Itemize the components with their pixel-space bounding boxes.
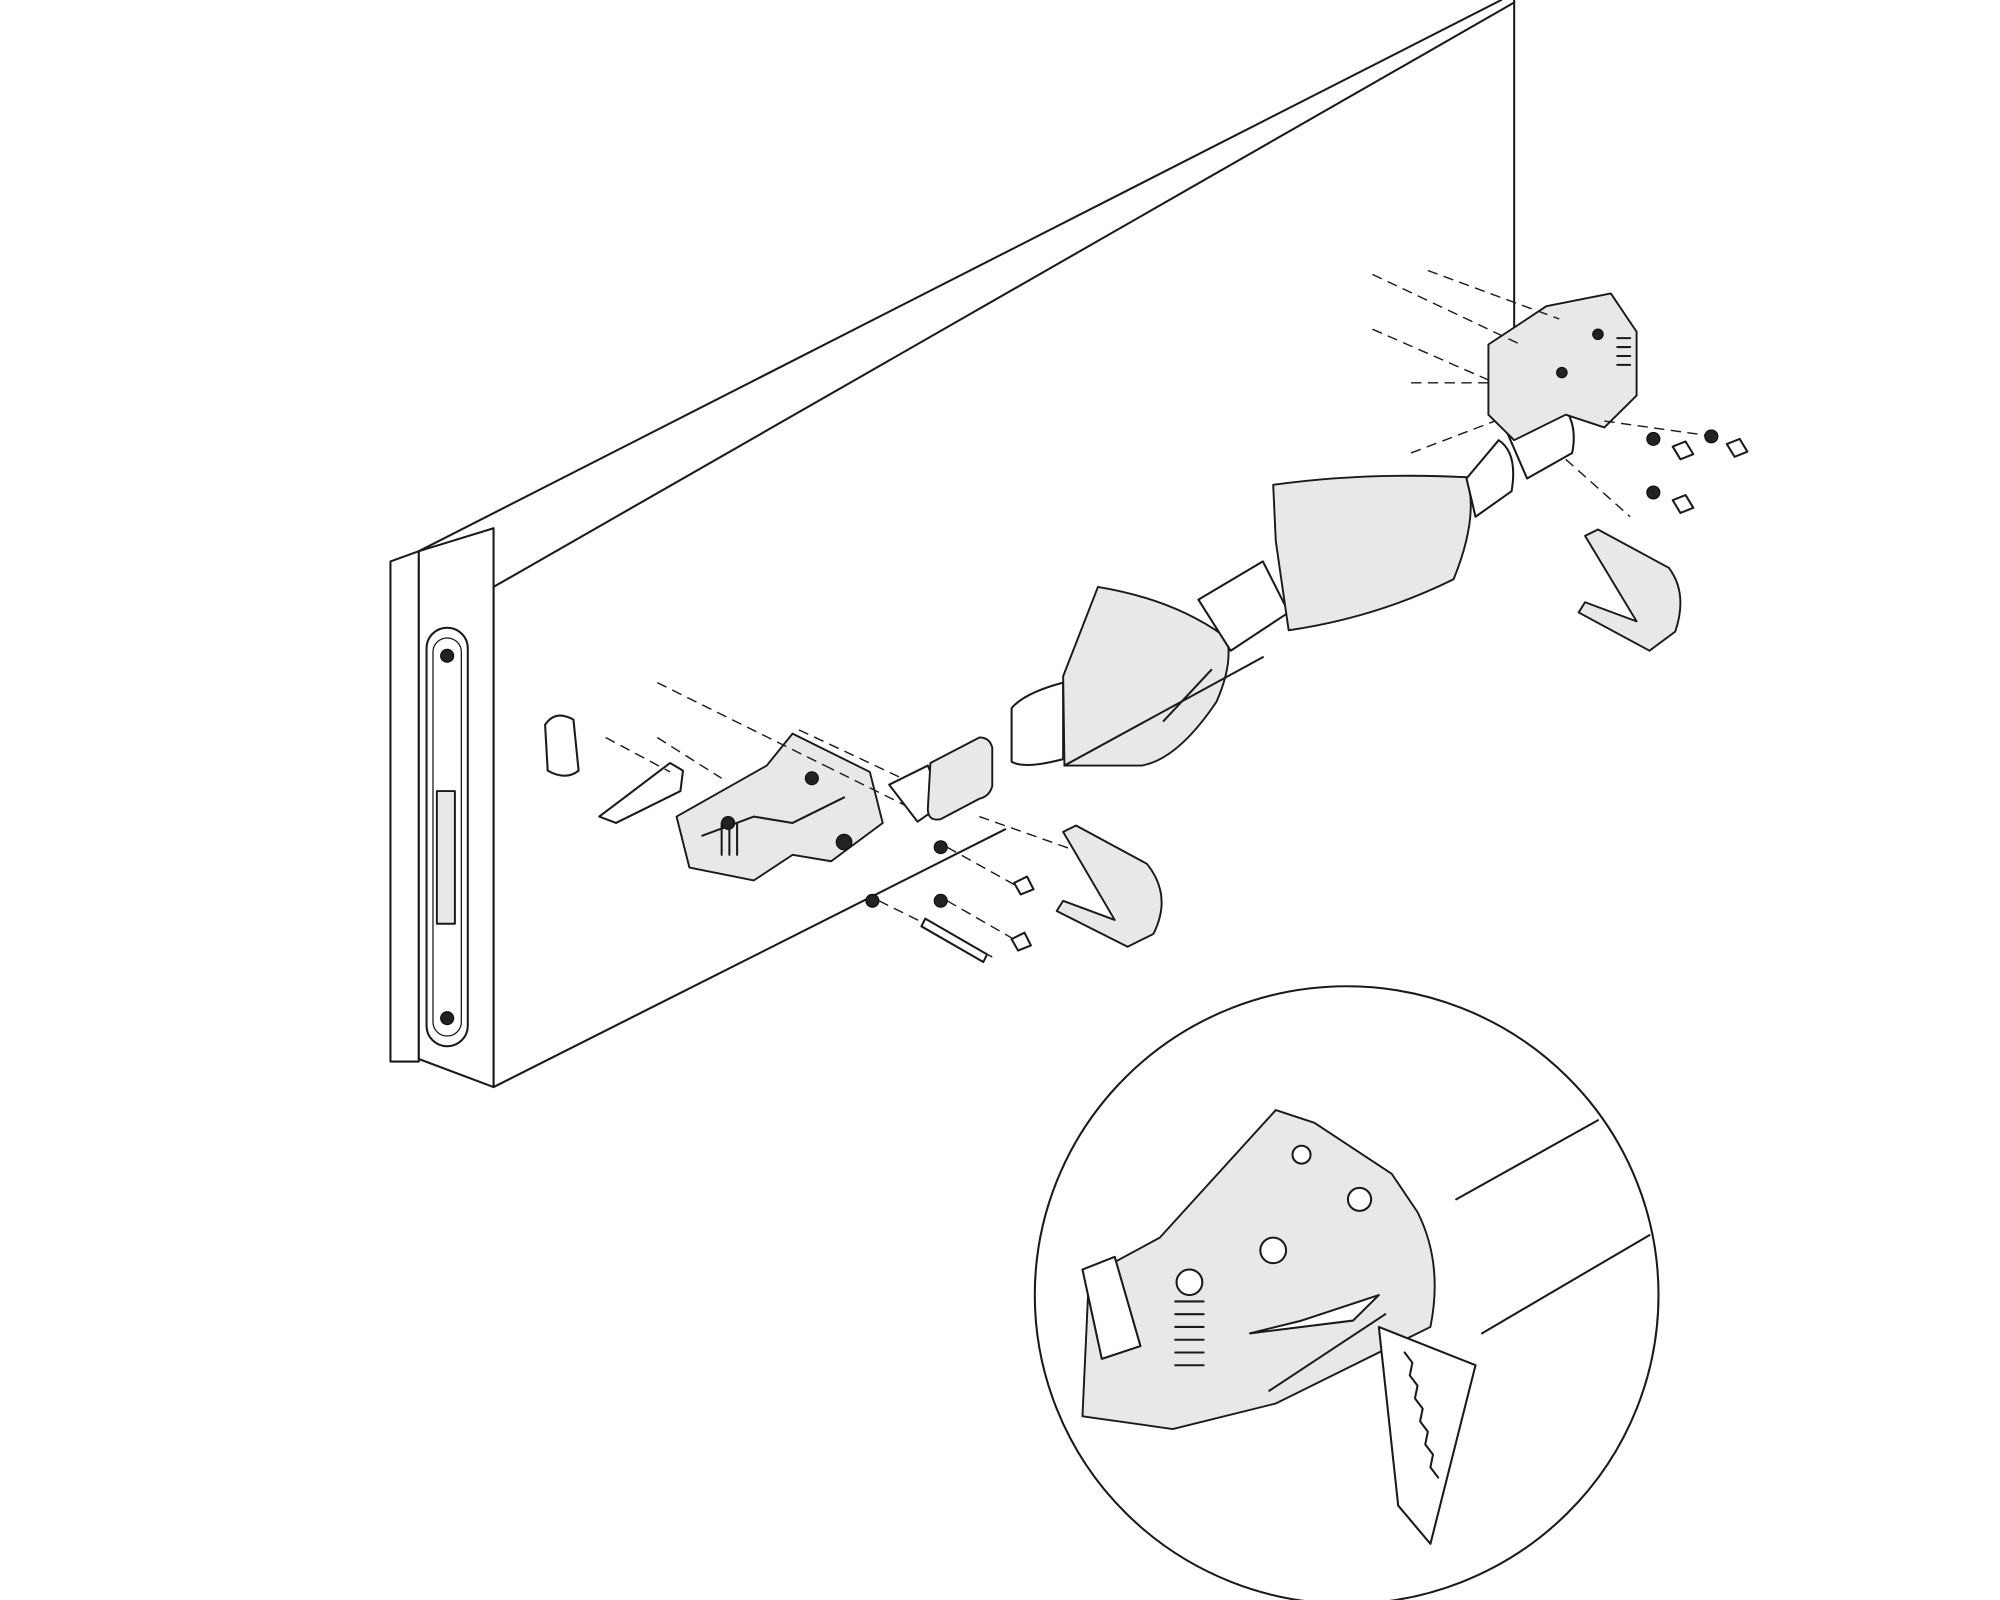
latch-slide (598, 761, 685, 824)
detail-mechanism-body (1081, 1109, 1436, 1430)
detail-inset (1033, 985, 1660, 1600)
screw-icon (1671, 437, 1749, 514)
tube-right (1465, 439, 1515, 518)
washer-icon (1704, 429, 1719, 444)
washer-icon (1646, 431, 1661, 446)
left-latch-mechanism (544, 681, 929, 882)
touch-bar-left (1062, 585, 1230, 767)
end-cover-left (1055, 824, 1163, 948)
long-screw (920, 917, 989, 964)
door-bottom-edge (492, 828, 1007, 1089)
washer-icon (1646, 485, 1661, 500)
faceplate-screw-icon (440, 648, 455, 663)
faceplate-screw-icon (440, 1011, 455, 1026)
tube-middle (1010, 681, 1065, 766)
door (389, 0, 1516, 1089)
screws (865, 429, 1749, 964)
push-bar (888, 400, 1575, 823)
end-cap (926, 736, 994, 821)
strike-keeper (544, 714, 580, 777)
detail-circle (1033, 985, 1660, 1600)
end-cover-right (1577, 528, 1682, 652)
detail-tube (1455, 1119, 1651, 1335)
door-frame-strip (389, 550, 420, 1063)
door-top-edge (492, 1, 1516, 588)
lock-faceplate-inner (432, 637, 462, 1037)
door-front-face (417, 0, 1503, 553)
latch-bolt (435, 790, 456, 925)
detail-slide (1081, 1255, 1142, 1360)
detail-spring (1174, 1300, 1205, 1367)
right-hinge-mechanism (1372, 269, 1715, 652)
screw-icon (1010, 875, 1035, 952)
touch-bar-right (1272, 474, 1472, 632)
latch-mechanism-body (675, 732, 884, 882)
